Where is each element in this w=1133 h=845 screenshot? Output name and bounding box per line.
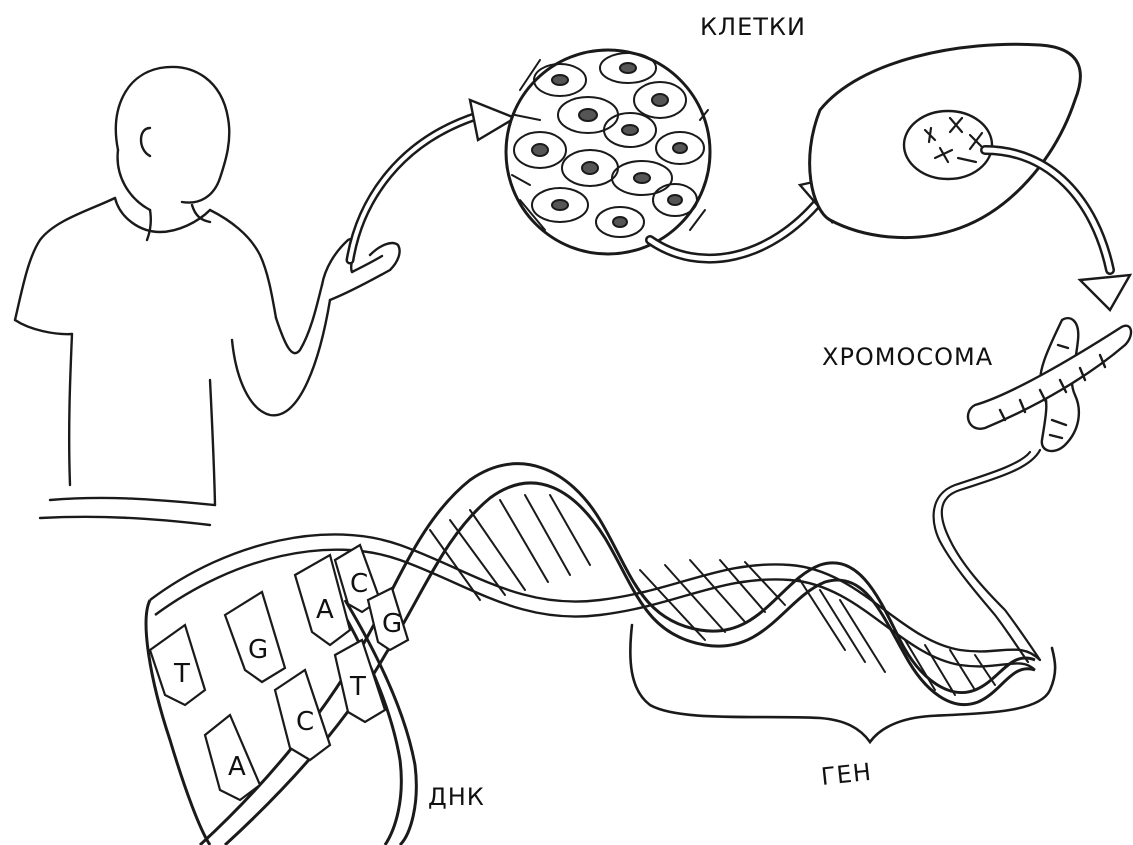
base-label: T (173, 659, 190, 689)
base-label: C (350, 569, 368, 599)
base-pair-tag: G (368, 588, 408, 650)
label-dna: ДНК (428, 783, 485, 811)
base-pair-tag: G (225, 592, 285, 682)
base-label: G (382, 609, 402, 639)
label-chromosome: ХРОМОСОМА (822, 343, 993, 371)
chromosome-shape (968, 318, 1131, 451)
base-pair-tag: T (150, 625, 205, 705)
dna-strand-unwinding (934, 450, 1040, 662)
single-cell (810, 44, 1081, 237)
arrow-hand-to-cells (350, 100, 515, 260)
base-label: A (228, 752, 246, 782)
label-cells: КЛЕТКИ (700, 13, 806, 41)
cells-magnified-circle (506, 50, 710, 254)
base-pair-tag: A (205, 715, 260, 800)
base-label: G (248, 635, 268, 665)
label-gene: ГЕН (820, 758, 874, 791)
person-figure (15, 67, 400, 525)
base-label: C (296, 707, 314, 737)
base-label: T (349, 672, 366, 702)
base-pair-tag: C (275, 670, 330, 760)
base-label: A (316, 595, 334, 625)
cell-nucleus (904, 111, 992, 179)
